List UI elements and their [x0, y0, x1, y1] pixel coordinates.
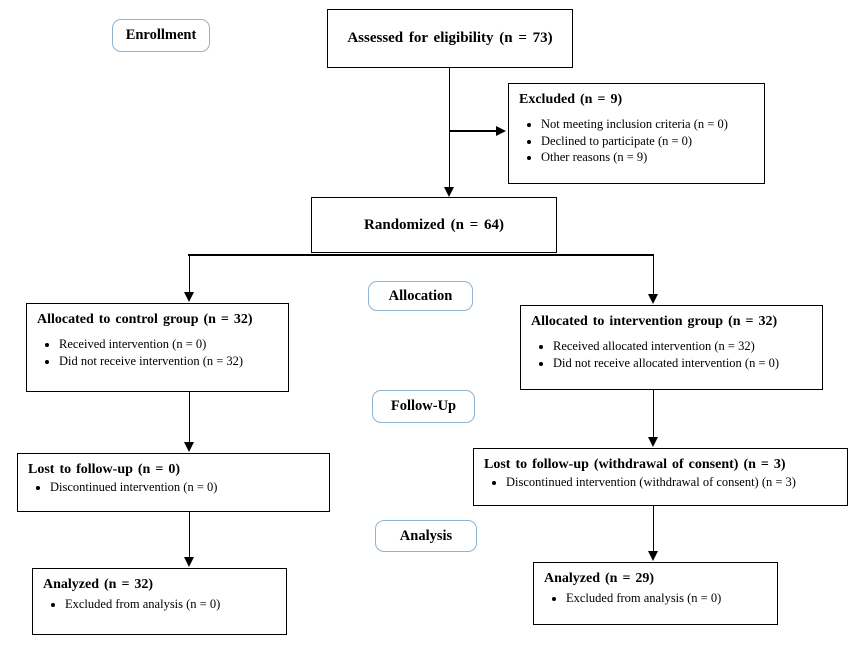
connector-intervention-lost-arrowhead-icon — [648, 437, 658, 447]
lost-intervention-title: Lost to follow-up (withdrawal of consent… — [484, 457, 786, 472]
excluded-title: Excluded (n = 9) — [519, 92, 623, 107]
bullet-item: Other reasons (n = 9) — [541, 150, 754, 165]
bullet-item: Excluded from analysis (n = 0) — [566, 591, 767, 606]
assessed-box: Assessed for eligibility (n = 73) — [327, 9, 573, 68]
control-allocation-bullets: Received intervention (n = 0) Did not rec… — [37, 337, 278, 369]
randomized-box: Randomized (n = 64) — [311, 197, 557, 253]
intervention-allocation-box: Allocated to intervention group (n = 32)… — [520, 305, 823, 390]
bullet-item: Declined to participate (n = 0) — [541, 134, 754, 149]
control-allocation-box: Allocated to control group (n = 32) Rece… — [26, 303, 289, 392]
intervention-allocation-bullets: Received allocated intervention (n = 32)… — [531, 339, 812, 371]
bullet-item: Not meeting inclusion criteria (n = 0) — [541, 117, 754, 132]
excluded-box: Excluded (n = 9) Not meeting inclusion c… — [508, 83, 765, 184]
lost-control-bullets: Discontinued intervention (n = 0) — [28, 480, 319, 495]
lost-intervention-box: Lost to follow-up (withdrawal of consent… — [473, 448, 848, 506]
analyzed-intervention-box: Analyzed (n = 29) Excluded from analysis… — [533, 562, 778, 625]
excluded-bullets: Not meeting inclusion criteria (n = 0) De… — [519, 117, 754, 165]
analyzed-intervention-bullets: Excluded from analysis (n = 0) — [544, 591, 767, 606]
analyzed-control-box: Analyzed (n = 32) Excluded from analysis… — [32, 568, 287, 635]
connector-split-intervention-arrowhead-icon — [648, 294, 658, 304]
connector-excluded-arrowhead-icon — [496, 126, 506, 136]
bullet-item: Discontinued intervention (n = 0) — [50, 480, 319, 495]
bullet-item: Discontinued intervention (withdrawal of… — [506, 475, 837, 490]
connector-split-control-arrowhead-icon — [184, 292, 194, 302]
analyzed-intervention-title: Analyzed (n = 29) — [544, 571, 655, 586]
connector-intervention-lost-line — [652, 390, 655, 439]
stage-label-allocation: Allocation — [368, 281, 473, 311]
control-allocation-title: Allocated to control group (n = 32) — [37, 312, 253, 327]
connector-assessed-randomized-arrowhead-icon — [444, 187, 454, 197]
analyzed-control-title: Analyzed (n = 32) — [43, 577, 154, 592]
connector-control-analyzed-line — [188, 512, 191, 559]
connector-control-analyzed-arrowhead-icon — [184, 557, 194, 567]
analyzed-control-bullets: Excluded from analysis (n = 0) — [43, 597, 276, 612]
stage-label-enrollment: Enrollment — [112, 19, 210, 52]
lost-intervention-bullets: Discontinued intervention (withdrawal of… — [484, 475, 837, 490]
stage-label-followup: Follow-Up — [372, 390, 475, 423]
connector-intervention-analyzed-line — [652, 505, 655, 553]
connector-randomization-split-line — [188, 254, 654, 256]
lost-control-box: Lost to follow-up (n = 0) Discontinued i… — [17, 453, 330, 512]
connector-split-intervention-line — [652, 254, 655, 296]
intervention-allocation-title: Allocated to intervention group (n = 32) — [531, 314, 778, 329]
assessed-title: Assessed for eligibility (n = 73) — [347, 30, 553, 46]
randomized-title: Randomized (n = 64) — [364, 216, 504, 233]
connector-assessed-randomized-line — [448, 68, 451, 189]
connector-intervention-analyzed-arrowhead-icon — [648, 551, 658, 561]
stage-label-analysis: Analysis — [375, 520, 477, 552]
connector-control-lost-arrowhead-icon — [184, 442, 194, 452]
connector-split-control-line — [188, 254, 191, 294]
bullet-item: Excluded from analysis (n = 0) — [65, 597, 276, 612]
bullet-item: Received allocated intervention (n = 32) — [553, 339, 812, 354]
bullet-item: Received intervention (n = 0) — [59, 337, 278, 352]
connector-excluded-line — [449, 130, 498, 132]
lost-control-title: Lost to follow-up (n = 0) — [28, 462, 180, 477]
bullet-item: Did not receive intervention (n = 32) — [59, 354, 278, 369]
connector-control-lost-line — [188, 392, 191, 444]
bullet-item: Did not receive allocated intervention (… — [553, 356, 812, 371]
